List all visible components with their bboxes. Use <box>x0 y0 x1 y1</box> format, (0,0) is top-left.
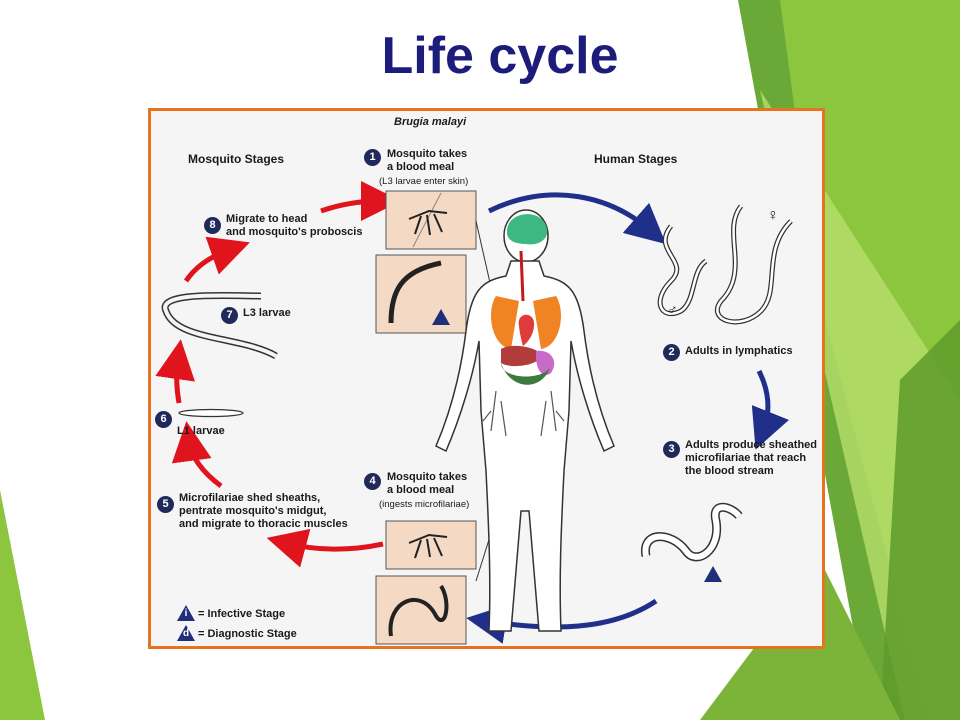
esophagus <box>519 250 525 302</box>
adult-worm-male-inner <box>659 225 707 315</box>
step-7-text: L3 larvae <box>243 307 291 319</box>
infective-stage-icon: i <box>177 605 195 621</box>
step-4-text: Mosquito takes a blood meal <box>387 471 468 496</box>
lifecycle-diagram-frame: Brugia malayi Mosquito Stages Human Stag… <box>148 108 825 649</box>
diagnostic-stage-icon: d <box>177 625 195 641</box>
mosquito-stages-header: Mosquito Stages <box>188 152 285 166</box>
arrow-5-to-6 <box>171 421 223 488</box>
arrow-4-to-5 <box>266 528 384 568</box>
intestines <box>501 363 551 385</box>
heart <box>518 314 535 346</box>
step-2-text: Adults in lymphatics <box>685 345 793 357</box>
organism-name: Brugia malayi <box>394 116 467 128</box>
step-1-number: 1 <box>364 149 381 166</box>
arrow-6-to-7 <box>155 339 195 404</box>
lymphatic-vessels <box>482 390 565 437</box>
adult-worm-female <box>714 204 793 325</box>
mosquito-icon-top <box>408 209 448 236</box>
female-symbol: ♀ <box>767 207 779 224</box>
stomach <box>535 350 555 375</box>
arrow-8-to-1 <box>320 181 401 222</box>
step-3-number: 3 <box>663 441 680 458</box>
male-symbol: ♂ <box>667 301 678 317</box>
arrow-7-to-8 <box>183 236 250 283</box>
adult-worm-female-inner <box>716 205 792 324</box>
slide-title: Life cycle <box>381 27 619 85</box>
microfilaria-icon <box>388 584 449 637</box>
infective-stage-marker <box>432 309 450 325</box>
lifecycle-diagram <box>155 181 793 645</box>
brain <box>506 214 548 245</box>
mosquito-bite-panel-bottom <box>385 520 477 570</box>
legend-infective-label: = Infective Stage <box>198 608 286 620</box>
step-7-number: 7 <box>221 307 238 324</box>
mosquito-bite-panel-top <box>385 190 477 250</box>
step-6-number: 6 <box>155 411 172 428</box>
step-4-number: 4 <box>364 473 381 490</box>
l3-larva-icon <box>388 260 442 324</box>
human-body-figure <box>435 209 615 632</box>
human-stages-header: Human Stages <box>594 152 678 166</box>
step-1-text: Mosquito takes a blood meal <box>387 148 468 173</box>
step-3-text: Adults produce sheathed microfilariae th… <box>685 439 818 477</box>
green-left-corner <box>0 490 45 720</box>
sheathed-microfilaria <box>641 502 743 562</box>
arrow-2-to-3 <box>751 369 789 450</box>
step-1-note: (L3 larvae enter skin) <box>379 176 469 187</box>
l1-larva <box>178 408 244 418</box>
step-6-text: L1 larvae <box>177 425 225 437</box>
step-4-note: (ingests microfilariae) <box>379 499 470 510</box>
step-8-number: 8 <box>204 217 221 234</box>
step-8-text: Migrate to head and mosquito's proboscis <box>226 213 363 238</box>
step-5-text: Microfilariae shed sheaths, pentrate mos… <box>179 492 348 530</box>
mosquito-icon-bottom <box>408 533 448 559</box>
arrow-1-to-2 <box>487 192 667 245</box>
green-band-deep <box>880 320 960 720</box>
step-5-number: 5 <box>157 496 174 513</box>
legend-diagnostic-label: = Diagnostic Stage <box>198 628 297 640</box>
lungs <box>491 296 561 349</box>
liver <box>501 345 543 367</box>
step-2-number: 2 <box>663 344 680 361</box>
diagnostic-stage-marker <box>704 566 722 582</box>
